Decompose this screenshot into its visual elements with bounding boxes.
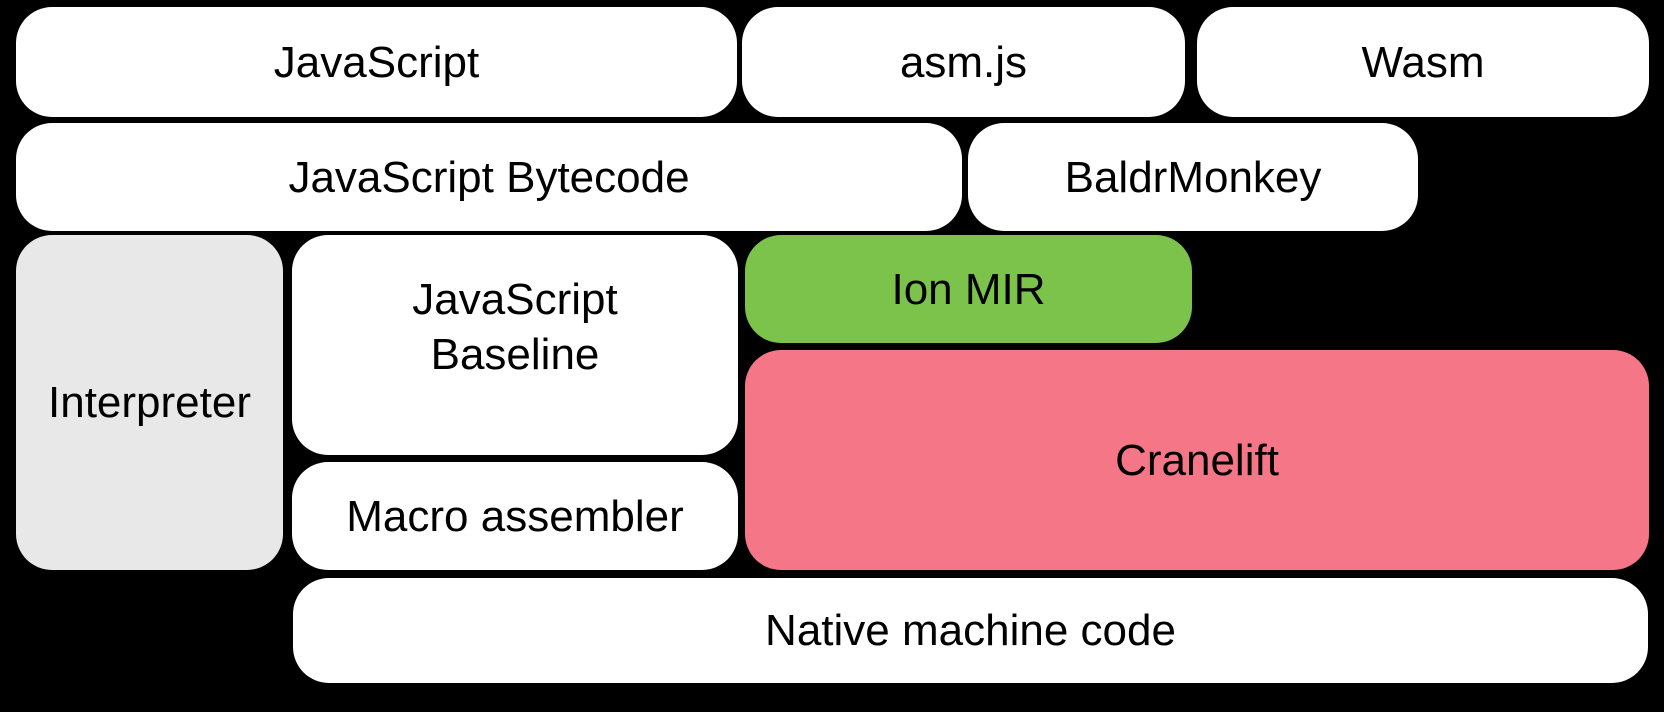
node-ion-mir: Ion MIR <box>745 235 1192 343</box>
node-interpreter: Interpreter <box>16 235 283 570</box>
node-javascript-bytecode-label: JavaScript Bytecode <box>288 152 690 202</box>
node-macro-assembler: Macro assembler <box>292 462 738 570</box>
node-native-machine-code-label: Native machine code <box>765 606 1176 655</box>
node-native-machine-code: Native machine code <box>293 578 1648 683</box>
node-javascript-label: JavaScript <box>273 37 480 87</box>
node-javascript-bytecode: JavaScript Bytecode <box>16 123 962 231</box>
node-wasm-label: Wasm <box>1361 37 1485 87</box>
node-javascript-baseline-label: JavaScript Baseline <box>412 275 618 379</box>
node-javascript: JavaScript <box>16 7 737 117</box>
node-baldrmonkey-label: BaldrMonkey <box>1064 152 1322 202</box>
node-interpreter-label: Interpreter <box>48 378 251 427</box>
node-asmjs-label: asm.js <box>899 37 1028 87</box>
node-ion-mir-label: Ion MIR <box>891 264 1046 314</box>
node-wasm: Wasm <box>1197 7 1649 117</box>
node-baldrmonkey: BaldrMonkey <box>968 123 1418 231</box>
node-macro-assembler-label: Macro assembler <box>346 491 684 541</box>
node-javascript-baseline: JavaScript Baseline <box>292 235 738 455</box>
node-cranelift: Cranelift <box>745 350 1649 570</box>
node-cranelift-label: Cranelift <box>1115 435 1279 485</box>
node-asmjs: asm.js <box>742 7 1185 117</box>
